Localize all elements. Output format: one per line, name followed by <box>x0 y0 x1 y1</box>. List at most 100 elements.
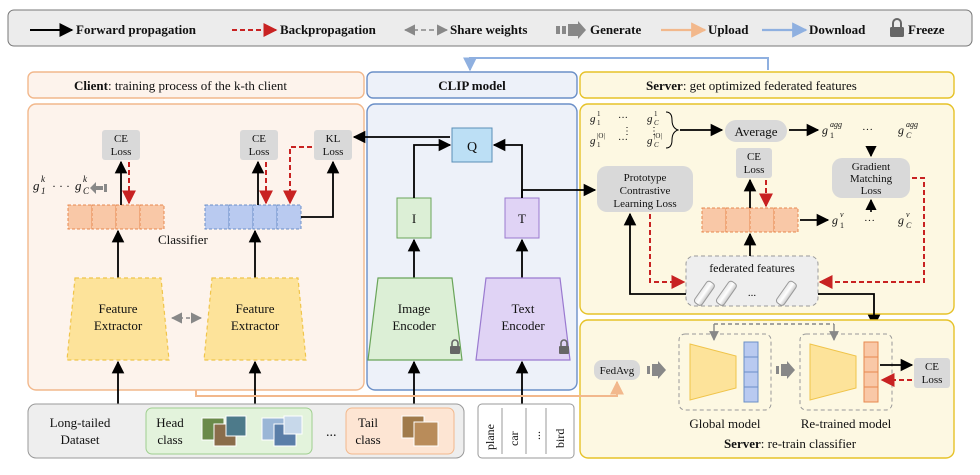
legend-download: Download <box>809 22 866 37</box>
classifier-label: Classifier <box>158 232 208 247</box>
svg-text:Head: Head <box>156 415 184 430</box>
svg-text:Matching: Matching <box>850 173 893 185</box>
svg-text:g: g <box>33 178 40 193</box>
global-classifier <box>743 341 759 403</box>
svg-text:⋮: ⋮ <box>649 126 659 137</box>
svg-text:g: g <box>898 123 904 137</box>
generate-icon <box>556 21 586 39</box>
svg-text:g: g <box>832 213 838 227</box>
svg-text:...: ... <box>748 287 757 299</box>
svg-text:Contrastive: Contrastive <box>620 185 671 197</box>
client-kl-loss <box>314 130 352 160</box>
client-classifier-vector <box>204 204 302 230</box>
class-dots: ... <box>529 431 543 440</box>
svg-text:···: ··· <box>864 215 875 227</box>
server-retrain-panel: FedAvg Global model Re-trained model <box>579 319 955 459</box>
svg-text:class: class <box>355 432 380 447</box>
legend-generate: Generate <box>590 22 641 37</box>
generate-icon <box>647 361 666 379</box>
lock-icon <box>890 18 904 37</box>
svg-text:Loss: Loss <box>249 146 270 158</box>
svg-text:k: k <box>83 174 88 184</box>
svg-text:Dataset: Dataset <box>61 432 100 447</box>
svg-text:···: ··· <box>862 124 873 136</box>
svg-text:...: ... <box>326 425 337 440</box>
client-feature-vector-1 <box>67 204 165 230</box>
client-gradients: g 1 k · · · g C k <box>33 174 107 196</box>
feature-cylinders <box>693 280 797 306</box>
svg-text:Encoder: Encoder <box>501 318 545 333</box>
clip-panel: CLIP model Q I T Image Encoder Text Enco… <box>366 71 578 410</box>
retrained-extractor <box>809 343 857 401</box>
download-arrow <box>463 57 769 72</box>
server-panel: Server: get optimized federated features… <box>579 71 955 328</box>
retrain-ce-loss <box>914 358 950 388</box>
svg-text:Client: training process of t: Client: training process of the k-th cli… <box>74 78 287 93</box>
svg-text:1: 1 <box>840 221 844 230</box>
client-header-rest: : training process of the k-th client <box>108 78 287 93</box>
svg-text:Loss: Loss <box>922 374 943 386</box>
svg-text:Server: re-train classifier: Server: re-train classifier <box>724 436 857 451</box>
client-panel: Client: training process of the k-th cli… <box>27 71 365 410</box>
retrained-model-label: Re-trained model <box>801 416 892 431</box>
legend-freeze: Freeze <box>908 22 945 37</box>
class-bird: bird <box>553 429 567 448</box>
svg-text:g: g <box>898 213 904 227</box>
class-car: car <box>507 431 521 446</box>
svg-text:1: 1 <box>41 186 46 196</box>
svg-text:KL: KL <box>326 133 341 145</box>
client-header-bold: Client <box>74 78 109 93</box>
generate-icon <box>776 361 795 379</box>
svg-text:v: v <box>906 210 910 219</box>
svg-text:C: C <box>654 119 659 127</box>
svg-text:1: 1 <box>597 141 601 149</box>
svg-text:g: g <box>590 113 596 125</box>
svg-text:Average: Average <box>734 124 777 139</box>
svg-text:Learning Loss: Learning Loss <box>613 198 676 210</box>
svg-text:Text: Text <box>512 301 535 316</box>
svg-text:agg: agg <box>830 120 842 129</box>
retrained-classifier <box>863 341 879 403</box>
legend: Forward propagation Backpropagation Shar… <box>7 9 973 47</box>
svg-text:Encoder: Encoder <box>392 318 436 333</box>
lock-icon <box>450 339 460 354</box>
svg-text:|O|: |O| <box>654 132 662 140</box>
clip-i-box <box>396 197 432 239</box>
head-class-images <box>201 415 303 447</box>
global-extractor <box>689 343 737 401</box>
server-bottom-rest: : re-train classifier <box>761 436 857 451</box>
prototype-loss-box <box>597 166 693 212</box>
server-ce-loss <box>736 148 772 178</box>
svg-text:Feature: Feature <box>99 301 138 316</box>
svg-text:g: g <box>647 113 653 125</box>
average-box <box>725 120 787 142</box>
svg-text:Q: Q <box>467 140 477 155</box>
svg-text:g: g <box>590 135 596 147</box>
svg-text:· · ·: · · · <box>52 179 70 193</box>
svg-text:1: 1 <box>597 119 601 127</box>
svg-text:Gradient: Gradient <box>852 161 890 173</box>
svg-text:1: 1 <box>597 110 601 118</box>
svg-text:···: ··· <box>618 135 628 146</box>
svg-text:Prototype: Prototype <box>624 172 667 184</box>
svg-text:···: ··· <box>618 113 628 124</box>
class-plane: plane <box>483 424 497 450</box>
svg-text:Tail: Tail <box>358 415 378 430</box>
dataset-panel: Long-tailed Dataset Head class ... Tail … <box>27 403 465 459</box>
text-encoder <box>475 277 571 361</box>
lock-icon <box>559 339 569 354</box>
svg-text:agg: agg <box>906 120 918 129</box>
server-feature-vector <box>701 207 799 233</box>
svg-text:CE: CE <box>925 361 939 373</box>
svg-text:Long-tailed: Long-tailed <box>50 415 111 430</box>
server-bottom-bold: Server <box>724 436 761 451</box>
svg-text:Loss: Loss <box>744 164 765 176</box>
client-feature-extractor-2 <box>203 277 307 361</box>
upload-arrow <box>195 380 624 397</box>
svg-text:Loss: Loss <box>323 146 344 158</box>
svg-text:g: g <box>822 123 828 137</box>
